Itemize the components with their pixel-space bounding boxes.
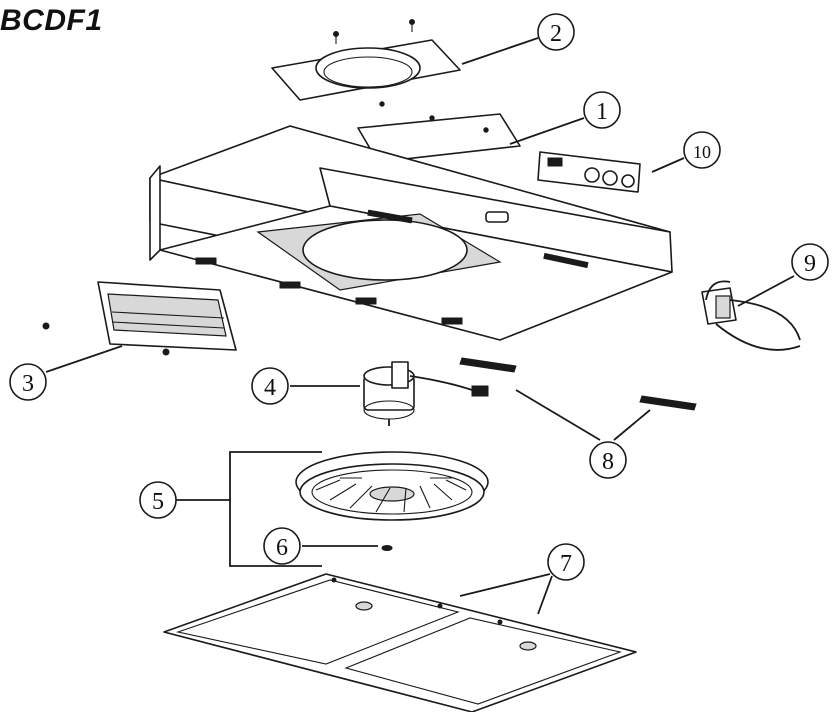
wheel-nut <box>381 545 393 551</box>
leader-lines <box>45 37 795 615</box>
callout-5: 5 <box>139 481 177 519</box>
callout-9: 9 <box>791 243 829 281</box>
grease-filters <box>163 573 637 713</box>
duct-connector-plate <box>271 19 461 101</box>
svg-text:4: 4 <box>264 375 276 401</box>
blower-wheel <box>295 451 489 521</box>
svg-text:8: 8 <box>602 449 614 475</box>
callout-10: 10 <box>683 131 721 169</box>
callout-4: 4 <box>251 367 289 405</box>
callout-6: 6 <box>263 527 301 565</box>
svg-text:2: 2 <box>550 21 562 47</box>
callout-8: 8 <box>589 441 627 479</box>
svg-text:10: 10 <box>693 142 711 162</box>
svg-text:9: 9 <box>804 251 816 277</box>
light-assembly <box>42 281 237 356</box>
callout-2: 2 <box>537 13 575 51</box>
callout-3: 3 <box>9 363 47 401</box>
fan-motor <box>363 361 489 426</box>
model-title: BCDF1 <box>0 4 103 37</box>
wire-harness <box>701 280 801 351</box>
filter-clips <box>459 357 697 411</box>
control-switch-board <box>537 151 641 193</box>
svg-text:5: 5 <box>152 489 164 515</box>
svg-text:3: 3 <box>22 371 34 397</box>
svg-text:7: 7 <box>560 551 572 577</box>
svg-text:6: 6 <box>276 535 288 561</box>
svg-text:1: 1 <box>596 99 608 125</box>
callout-1: 1 <box>583 91 621 129</box>
range-hood-body <box>149 125 673 341</box>
callout-7: 7 <box>547 543 585 581</box>
